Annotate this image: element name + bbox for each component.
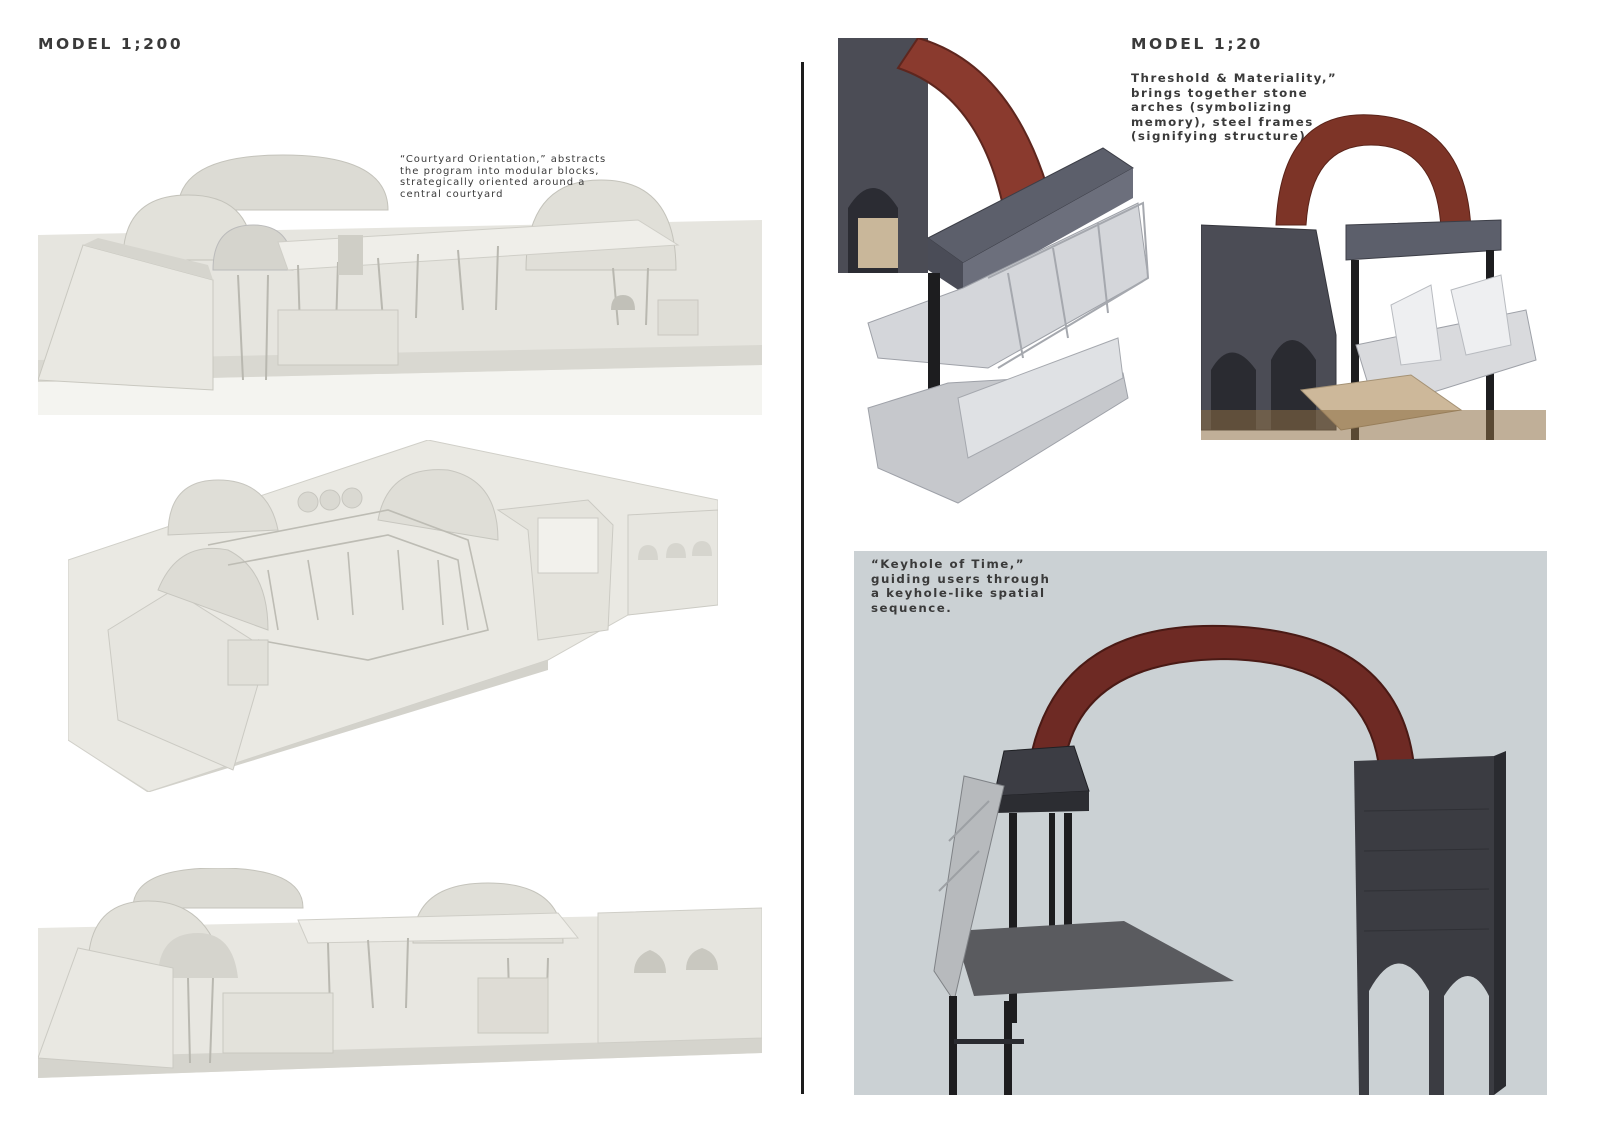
model-1-200-aerial-image bbox=[68, 440, 718, 792]
keyhole-caption: “Keyhole of Time,” guiding users through… bbox=[871, 557, 1051, 615]
model-1-20-arch-wall-image bbox=[1201, 110, 1546, 440]
model-1-20-keyhole-image bbox=[854, 551, 1547, 1095]
model-1-200-front-image bbox=[38, 150, 762, 415]
model-1-200-elevation-image bbox=[38, 868, 762, 1093]
panel-divider bbox=[801, 62, 804, 1094]
courtyard-caption: “Courtyard Orientation,” abstracts the p… bbox=[400, 154, 607, 200]
model-1-20-arch-closeup-image bbox=[838, 38, 1168, 518]
left-heading: MODEL 1;200 bbox=[38, 35, 184, 53]
right-heading: MODEL 1;20 bbox=[1131, 35, 1263, 53]
threshold-caption: Threshold & Materiality,” brings togethe… bbox=[1131, 71, 1338, 144]
